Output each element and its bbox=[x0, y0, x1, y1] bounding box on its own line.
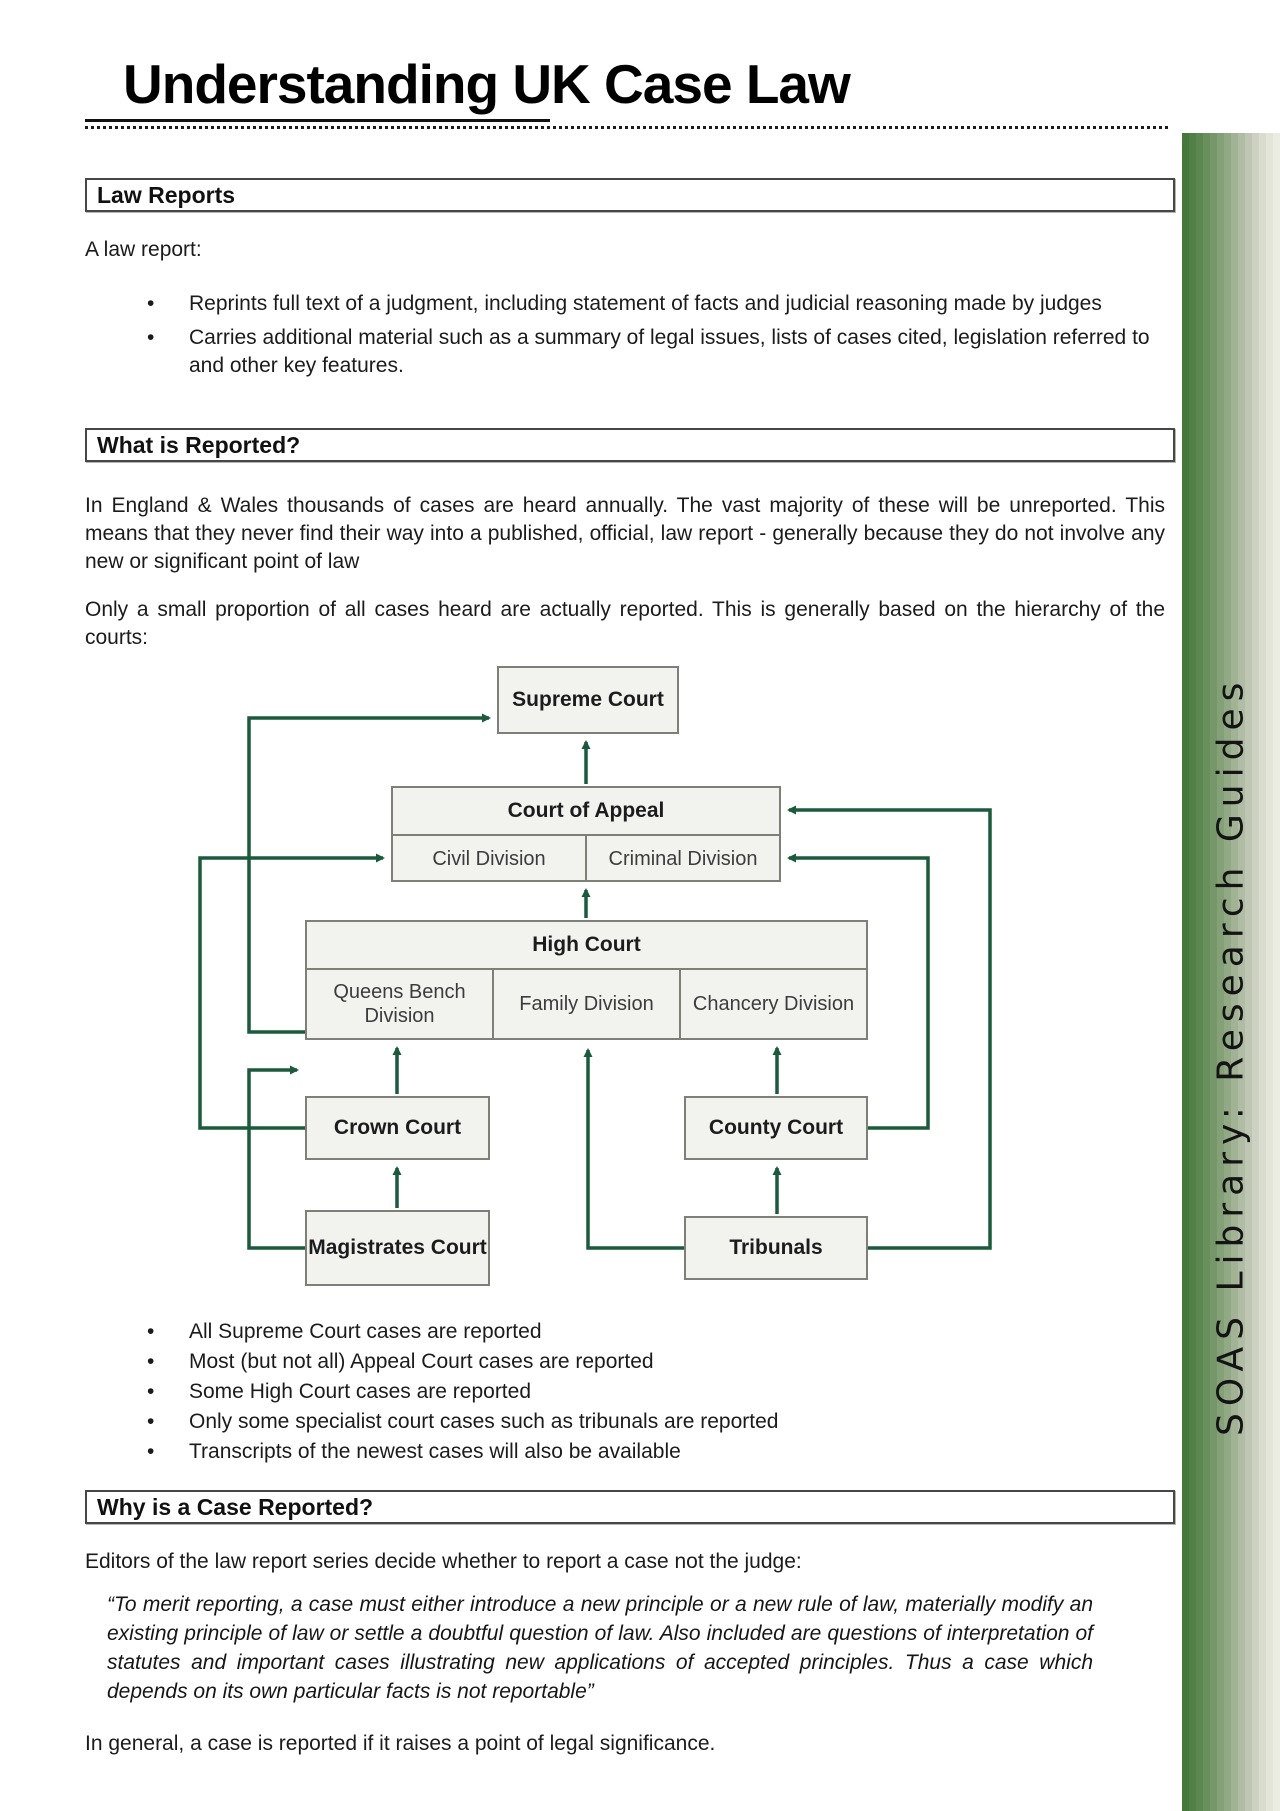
closing-statement: In general, a case is reported if it rai… bbox=[85, 1732, 716, 1755]
list-item: • Reprints full text of a judgment, incl… bbox=[85, 290, 1165, 318]
diagram-box-label: High Court bbox=[532, 933, 641, 956]
list-item-text: Some High Court cases are reported bbox=[189, 1380, 531, 1403]
diagram-box-label: Court of Appeal bbox=[507, 799, 665, 822]
law-reports-bullet-list: • Reprints full text of a judgment, incl… bbox=[85, 290, 1165, 386]
diagram-cell-queens-bench: Queens Bench Division bbox=[333, 981, 466, 1027]
section-heading-label: Why is a Case Reported? bbox=[97, 1493, 374, 1520]
merit-reporting-quote: “To merit reporting, a case must either … bbox=[107, 1593, 1093, 1703]
section-heading-what-is-reported: What is Reported? bbox=[85, 428, 1175, 462]
sidebar-gradient-bar: SOAS Library: Research Guides bbox=[1182, 133, 1280, 1811]
diagram-cell-family-division: Family Division bbox=[492, 970, 679, 1038]
diagram-box-supreme-court: Supreme Court bbox=[497, 666, 679, 734]
diagram-box-court-of-appeal: Court of Appeal Civil Division Criminal … bbox=[391, 786, 781, 882]
bullet-icon: • bbox=[147, 1350, 155, 1373]
title-dotted-rule bbox=[85, 126, 1168, 129]
reported-bullet-list: • All Supreme Court cases are reported •… bbox=[85, 1318, 1165, 1468]
list-item-text: All Supreme Court cases are reported bbox=[189, 1320, 542, 1343]
paragraph-unreported-cases: In England & Wales thousands of cases ar… bbox=[85, 494, 1165, 573]
law-reports-intro: A law report: bbox=[85, 238, 202, 261]
diagram-box-label: Crown Court bbox=[333, 1116, 462, 1139]
list-item-text: Carries additional material such as a su… bbox=[189, 326, 1150, 377]
page-title: Understanding UK Case Law bbox=[123, 53, 851, 115]
diagram-box-crown-court: Crown Court bbox=[305, 1096, 490, 1160]
bullet-icon: • bbox=[147, 292, 155, 315]
title-underline bbox=[85, 119, 550, 122]
section-heading-law-reports: Law Reports bbox=[85, 178, 1175, 212]
diagram-cell-civil-division: Civil Division bbox=[432, 848, 546, 870]
diagram-box-high-court: High Court Queens Bench Division Family … bbox=[305, 920, 868, 1040]
sidebar-vertical-label: SOAS Library: Research Guides bbox=[1210, 675, 1252, 1436]
section-heading-label: Law Reports bbox=[97, 181, 236, 208]
list-item-text: Transcripts of the newest cases will als… bbox=[189, 1440, 681, 1463]
list-item: • Most (but not all) Appeal Court cases … bbox=[85, 1348, 1165, 1376]
list-item-text: Most (but not all) Appeal Court cases ar… bbox=[189, 1350, 654, 1373]
list-item-text: Only some specialist court cases such as… bbox=[189, 1410, 779, 1433]
paragraph-hierarchy-intro: Only a small proportion of all cases hea… bbox=[85, 598, 1165, 649]
list-item-text: Reprints full text of a judgment, includ… bbox=[189, 292, 1102, 315]
bullet-icon: • bbox=[147, 326, 155, 349]
list-item: • All Supreme Court cases are reported bbox=[85, 1318, 1165, 1346]
diagram-box-tribunals: Tribunals bbox=[684, 1216, 868, 1280]
diagram-box-label: Magistrates Court bbox=[308, 1236, 487, 1259]
list-item: • Carries additional material such as a … bbox=[85, 324, 1165, 380]
diagram-box-label: County Court bbox=[708, 1116, 844, 1139]
diagram-cell-criminal-division: Criminal Division bbox=[585, 836, 779, 882]
bullet-icon: • bbox=[147, 1440, 155, 1463]
diagram-box-magistrates-court: Magistrates Court bbox=[305, 1210, 490, 1286]
bullet-icon: • bbox=[147, 1320, 155, 1343]
bullet-icon: • bbox=[147, 1380, 155, 1403]
list-item: • Transcripts of the newest cases will a… bbox=[85, 1438, 1165, 1466]
diagram-box-label: Tribunals bbox=[729, 1236, 823, 1259]
section-heading-why-reported: Why is a Case Reported? bbox=[85, 1490, 1175, 1524]
why-reported-intro: Editors of the law report series decide … bbox=[85, 1550, 802, 1573]
section-heading-label: What is Reported? bbox=[97, 431, 301, 458]
list-item: • Some High Court cases are reported bbox=[85, 1378, 1165, 1406]
bullet-icon: • bbox=[147, 1410, 155, 1433]
list-item: • Only some specialist court cases such … bbox=[85, 1408, 1165, 1436]
diagram-cell-chancery-division: Chancery Division bbox=[679, 970, 866, 1038]
diagram-box-county-court: County Court bbox=[684, 1096, 868, 1160]
diagram-box-label: Supreme Court bbox=[512, 688, 664, 711]
